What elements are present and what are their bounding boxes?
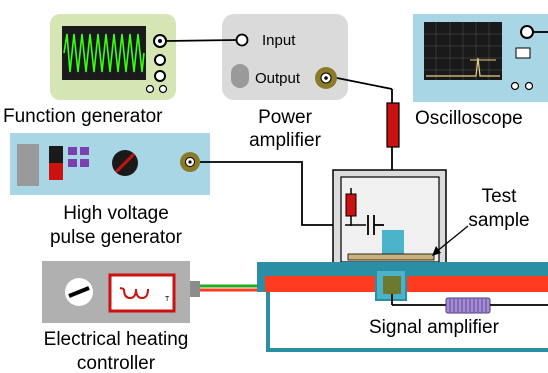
output-label: Output [255, 70, 301, 87]
svg-text:T: T [165, 296, 170, 303]
hv-button[interactable] [80, 159, 89, 167]
stage-lower-plate [257, 276, 265, 292]
oscilloscope-button[interactable] [515, 47, 531, 59]
oscilloscope-grid [424, 22, 502, 80]
signal-amplifier-label: Signal amplifier [369, 317, 500, 338]
controller-port [190, 281, 200, 297]
signal-amplifier [445, 297, 491, 314]
knob[interactable] [154, 70, 166, 82]
stage-frame [266, 292, 548, 352]
function-generator [50, 14, 176, 100]
function-generator-label: Function generator [3, 106, 163, 127]
electrical-heating-controller: T [42, 261, 200, 323]
test-sample-pointer [435, 225, 469, 253]
indicator-light [158, 84, 168, 94]
heating-controller-label-line2: controller [77, 353, 156, 373]
sine-waveform [63, 33, 145, 73]
hv-switch-top[interactable] [49, 146, 63, 163]
output-resistor [386, 102, 400, 148]
acoustic-sensor [383, 276, 401, 294]
power-amplifier-label-line2: amplifier [249, 130, 321, 151]
high-voltage-pulse-generator [10, 133, 210, 195]
indicator-light [145, 84, 155, 94]
wire-pa-out [336, 77, 393, 90]
temperature-display [108, 273, 176, 313]
heating-stage [257, 262, 548, 352]
indicator-light [524, 81, 534, 91]
wire-fg-to-pa [165, 39, 237, 42]
input-label: Input [262, 32, 296, 49]
hv-button[interactable] [68, 159, 77, 167]
hv-button[interactable] [68, 147, 77, 155]
oscilloscope-trace [426, 57, 500, 77]
test-sample-label-line2: sample [468, 210, 529, 231]
power-switch[interactable] [231, 64, 249, 88]
indicator-light [510, 81, 520, 91]
pointer-arrowhead [432, 246, 441, 256]
oscilloscope [413, 14, 548, 102]
test-sample-label-line1: Test [482, 186, 518, 207]
power-amplifier: Input Output [222, 14, 348, 100]
input-connector[interactable] [520, 25, 534, 39]
test-sample [347, 253, 435, 261]
amplifier-stripes [449, 299, 487, 312]
hv-generator-label-line2: pulse generator [50, 227, 183, 248]
hv-generator-label-line1: High voltage [63, 203, 169, 224]
bias-resistor [345, 193, 357, 217]
top-electrode [382, 230, 404, 254]
heater-symbol [123, 288, 149, 300]
hv-button[interactable] [80, 147, 89, 155]
oscilloscope-label: Oscilloscope [415, 108, 523, 129]
hv-generator-body [10, 133, 210, 195]
hv-generator-panel [17, 144, 39, 186]
knob[interactable] [154, 54, 166, 66]
heating-controller-label-line1: Electrical heating [44, 329, 189, 350]
test-chamber [332, 169, 447, 263]
input-connector[interactable] [235, 33, 249, 47]
power-amplifier-label-line1: Power [258, 107, 313, 128]
hv-switch-bottom[interactable] [49, 163, 63, 180]
